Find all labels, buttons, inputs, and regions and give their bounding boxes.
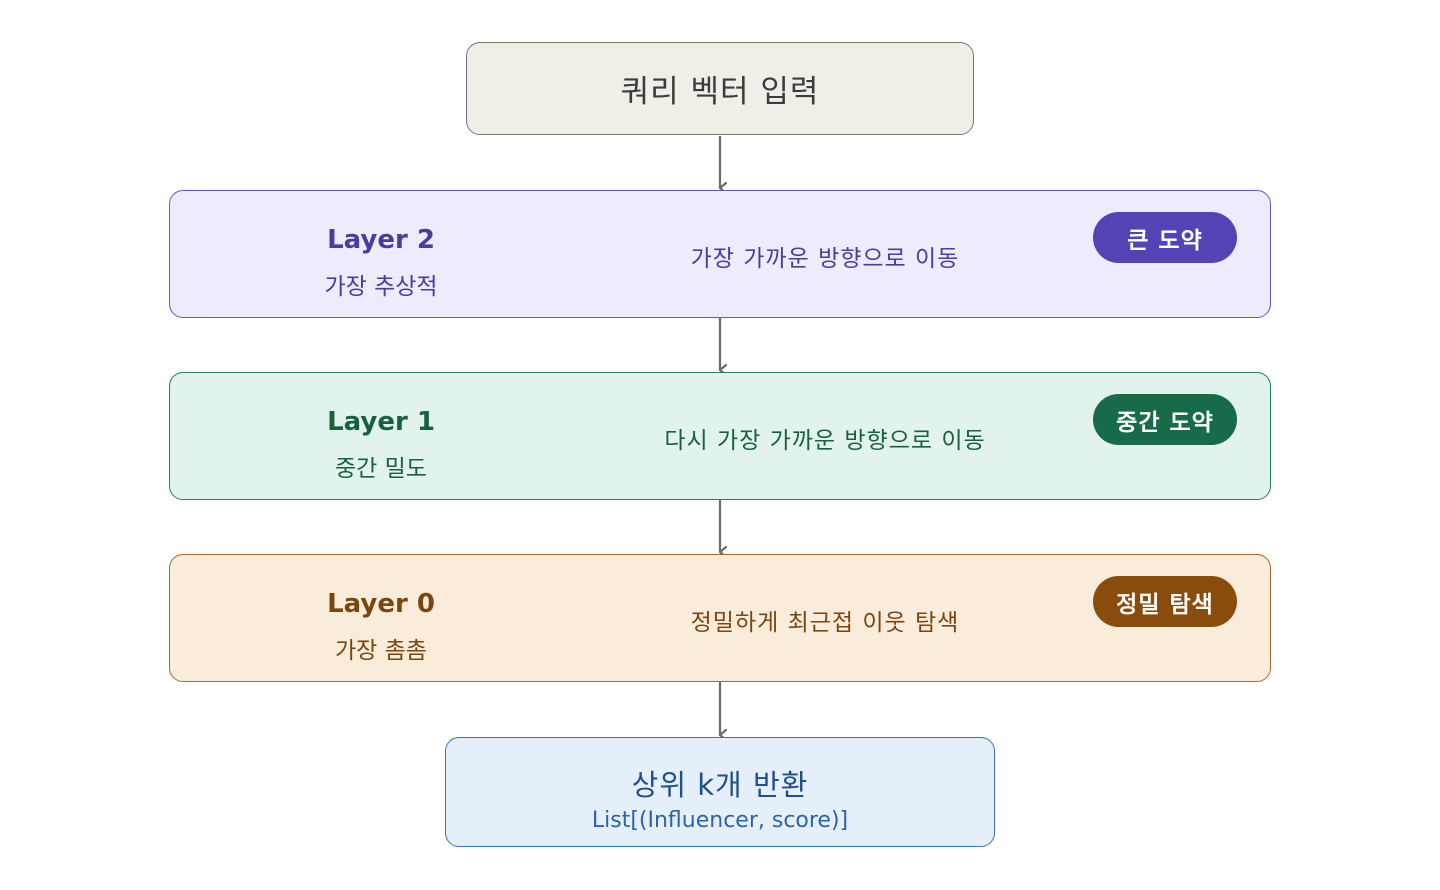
layer-1-name: Layer 1 [327, 407, 435, 437]
layer-0-description: 정밀하게 최근접 이웃 탐색 [690, 610, 960, 636]
layer-0-badge: 정밀 탐색 [1093, 576, 1237, 627]
layer-0-subtitle: 가장 촘촘 [335, 638, 427, 664]
layer-1-node: Layer 1 중간 밀도 다시 가장 가까운 방향으로 이동 중간 도약 [169, 372, 1271, 500]
top-k-result-node: 상위 k개 반환 List[(Influencer, score)] [445, 737, 995, 847]
top-k-result-type: List[(Influencer, score)] [591, 808, 849, 833]
top-k-result-label: 상위 k개 반환 [631, 768, 809, 802]
layer-0-node: Layer 0 가장 촘촘 정밀하게 최근접 이웃 탐색 정밀 탐색 [169, 554, 1271, 682]
layer-0-name: Layer 0 [327, 589, 435, 619]
query-input-node: 쿼리 벡터 입력 [466, 42, 974, 135]
layer-1-subtitle: 중간 밀도 [335, 456, 427, 482]
layer-2-subtitle: 가장 추상적 [324, 274, 438, 300]
query-input-label: 쿼리 벡터 입력 [620, 74, 820, 110]
layer-2-badge: 큰 도약 [1093, 212, 1237, 263]
layer-1-description: 다시 가장 가까운 방향으로 이동 [664, 428, 986, 454]
layer-1-badge: 중간 도약 [1093, 394, 1237, 445]
layer-2-description: 가장 가까운 방향으로 이동 [690, 246, 960, 272]
layer-2-node: Layer 2 가장 추상적 가장 가까운 방향으로 이동 큰 도약 [169, 190, 1271, 318]
layer-2-name: Layer 2 [327, 225, 435, 255]
